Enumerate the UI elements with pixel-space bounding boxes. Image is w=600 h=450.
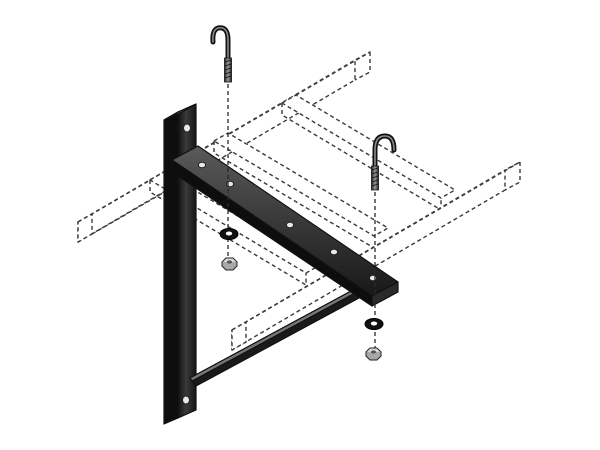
plate-hole-bottom [182,395,190,405]
hex-nut [365,347,382,361]
arm-hole-1 [197,161,207,169]
ladder-rung-1 [281,94,456,212]
wall-bracket [163,103,399,425]
arm-hole-4 [329,248,339,256]
diagonal-support-strut [189,282,373,387]
hardware-set-left [210,25,239,271]
hex-nut [221,257,238,271]
plate-hole-top [183,123,191,133]
arm-hole-3 [285,221,295,229]
ladder-front-rail [231,161,521,351]
washer [219,228,239,240]
j-hook-bolt [371,133,397,191]
cable-ladder-tray [77,51,521,351]
washer [364,318,384,330]
ladder-rung-3 [213,132,389,249]
j-hook-bolt [210,25,232,83]
hardware-set-right [364,133,397,361]
